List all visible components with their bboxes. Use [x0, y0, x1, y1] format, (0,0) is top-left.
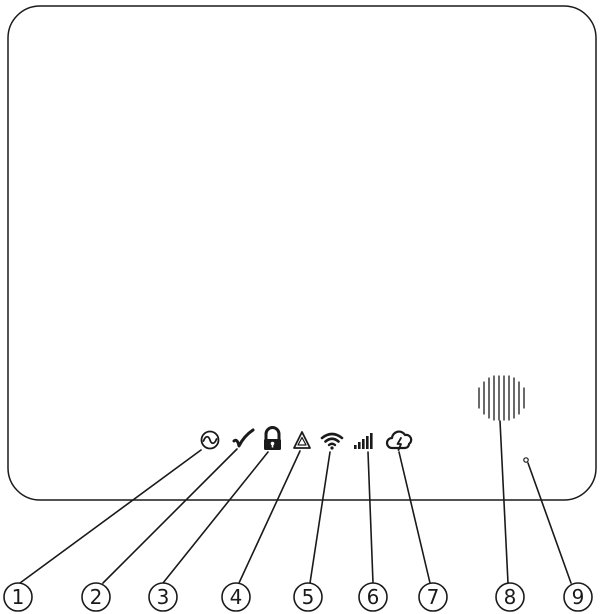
- reset-pinhole: [524, 458, 528, 462]
- callout-number: 6: [367, 585, 380, 609]
- callout-4: 4: [222, 583, 250, 611]
- callout-markers: 1 2 3 4 5 6 7: [4, 583, 592, 611]
- callout-9: 9: [564, 583, 592, 611]
- callout-number: 4: [230, 585, 243, 609]
- callout-5: 5: [294, 583, 322, 611]
- callout-number: 5: [302, 585, 315, 609]
- callout-2: 2: [82, 583, 110, 611]
- callout-1: 1: [4, 583, 32, 611]
- callout-number: 9: [572, 585, 585, 609]
- callout-7: 7: [419, 583, 447, 611]
- callout-number: 3: [157, 585, 170, 609]
- callout-number: 7: [427, 585, 440, 609]
- device-body: [8, 6, 596, 500]
- callout-6: 6: [359, 583, 387, 611]
- callout-number: 2: [90, 585, 103, 609]
- callout-8: 8: [496, 583, 524, 611]
- callout-number: 1: [12, 585, 25, 609]
- callout-3: 3: [149, 583, 177, 611]
- callout-number: 8: [504, 585, 517, 609]
